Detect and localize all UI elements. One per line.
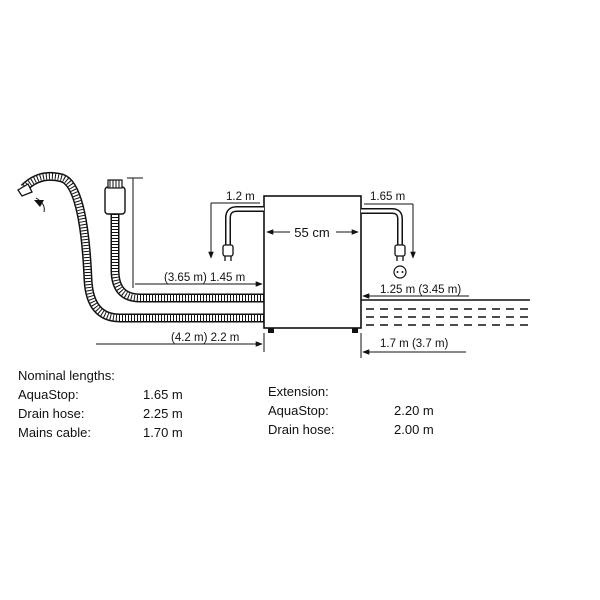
valve-height-line xyxy=(127,177,143,288)
right-lower-label: 1.7 m (3.7 m) xyxy=(380,338,449,350)
drain-hose xyxy=(17,171,264,323)
drain-upper-label: (3.65 m) 1.45 m xyxy=(164,272,245,284)
nominal-row: Mains cable: 1.70 m xyxy=(18,423,238,442)
nominal-value: 1.65 m xyxy=(143,387,183,402)
nominal-row: Drain hose: 2.25 m xyxy=(18,404,238,423)
width-label: 55 cm xyxy=(294,225,329,240)
nominal-label: AquaStop: xyxy=(18,387,79,402)
nominal-heading: Nominal lengths: xyxy=(18,368,115,383)
nominal-label: Drain hose: xyxy=(18,406,85,421)
extension-row: AquaStop: 2.20 m xyxy=(268,401,488,420)
left-mains-cable xyxy=(208,202,264,261)
dishwasher-body xyxy=(263,195,362,333)
nominal-value: 1.70 m xyxy=(143,425,183,440)
nominal-value: 2.25 m xyxy=(143,406,183,421)
inlet-hose-aquastop xyxy=(104,179,264,303)
right-cable-label: 1.65 m xyxy=(370,191,405,203)
left-cable-label: 1.2 m xyxy=(226,191,255,203)
nominal-row: AquaStop: 1.65 m xyxy=(18,385,238,404)
drain-lower-label: (4.2 m) 2.2 m xyxy=(171,332,239,344)
nominal-label: Mains cable: xyxy=(18,425,91,440)
extension-row: Drain hose: 2.00 m xyxy=(268,420,488,439)
right-upper-label: 1.25 m (3.45 m) xyxy=(380,284,461,296)
extension-heading: Extension: xyxy=(268,384,329,399)
socket-icon xyxy=(393,265,407,279)
nominal-lengths-table: Nominal lengths: AquaStop: 1.65 m Drain … xyxy=(18,366,238,442)
right-mains-cable xyxy=(361,203,416,261)
adjacent-cabinet xyxy=(361,299,530,326)
extension-label: Drain hose: xyxy=(268,422,335,437)
extension-value: 2.00 m xyxy=(394,422,434,437)
extension-label: AquaStop: xyxy=(268,403,329,418)
extension-table: Extension: AquaStop: 2.20 m Drain hose: … xyxy=(268,382,488,439)
extension-value: 2.20 m xyxy=(394,403,434,418)
